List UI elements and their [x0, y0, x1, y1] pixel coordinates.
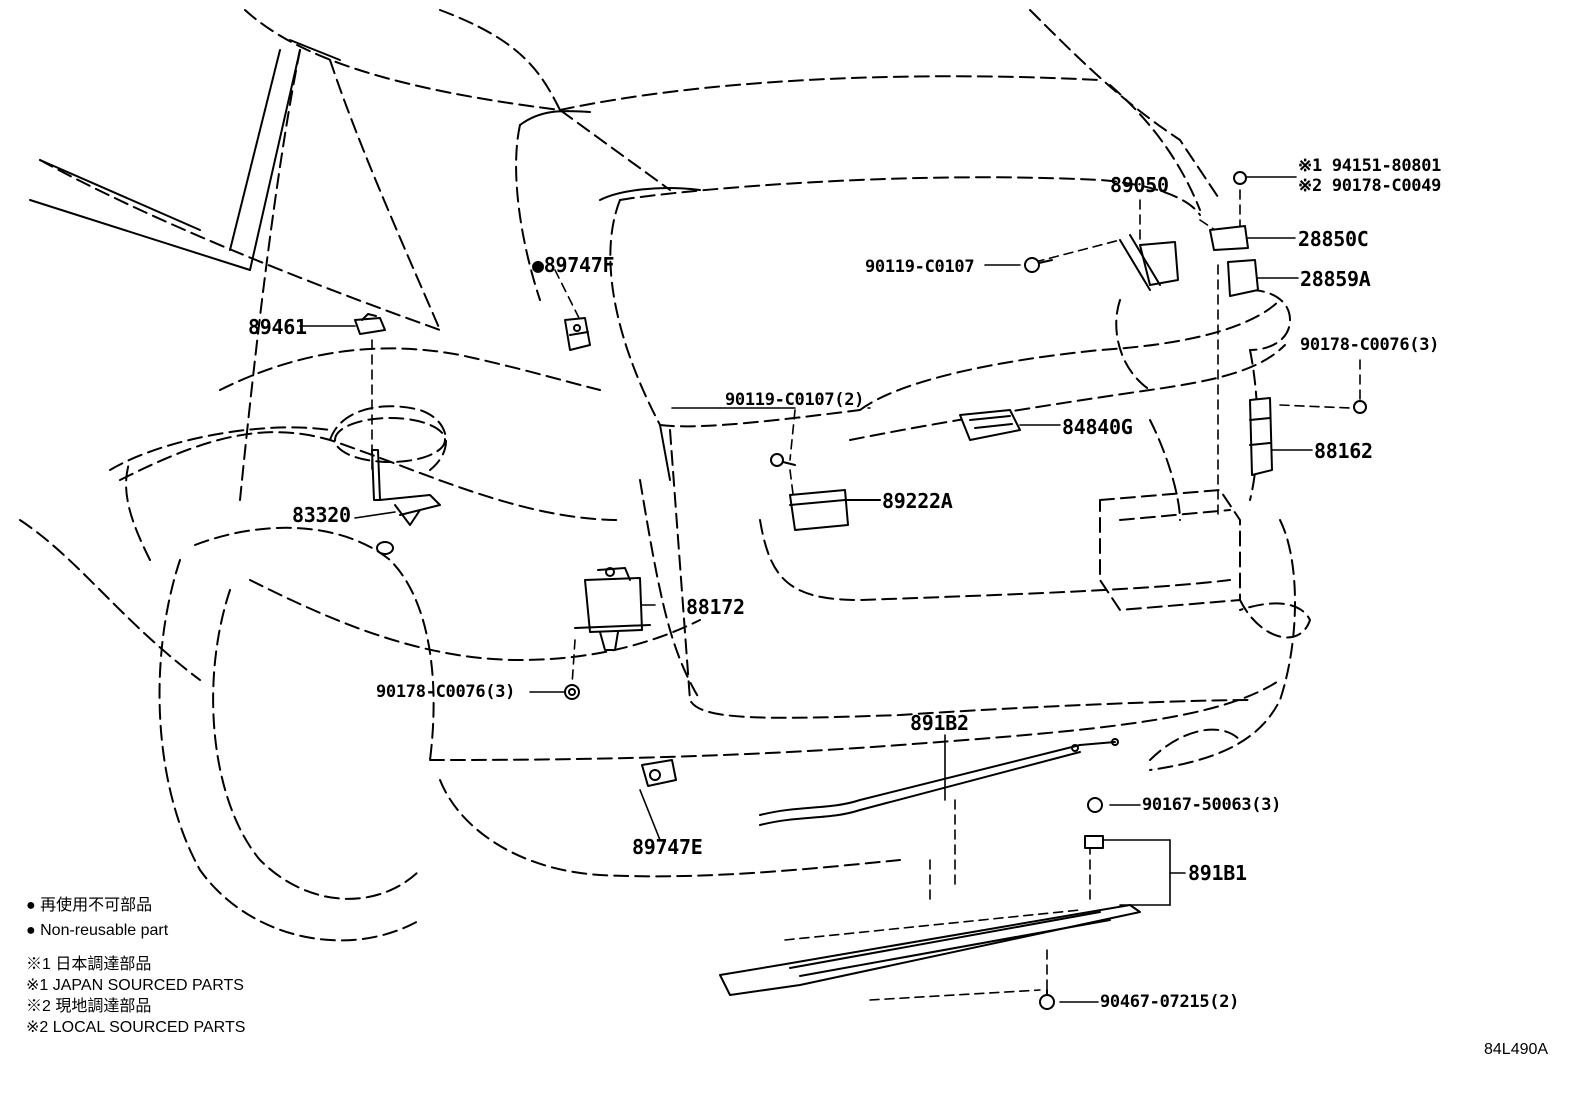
label-28859A: 28859A — [1300, 267, 1371, 291]
label-28850C: 28850C — [1298, 227, 1369, 251]
part-90178-nut-left — [564, 684, 580, 700]
part-89747E-sensor — [641, 759, 677, 787]
legend-note2-en: ※2 LOCAL SOURCED PARTS — [26, 1019, 246, 1036]
label-90119-C0107: 90119-C0107 — [865, 257, 975, 277]
part-89747F-sensor — [564, 317, 591, 351]
part-84840G-switch — [959, 409, 1021, 441]
leader-lines — [299, 176, 1313, 1003]
label-89747E: 89747E — [632, 835, 703, 859]
label-83320: 83320 — [292, 503, 351, 527]
label-89747F: ●89747F — [532, 253, 615, 277]
label-89050: 89050 — [1110, 173, 1169, 197]
part-89222A-ecu — [789, 489, 881, 531]
diagram-id: 84L490A — [1484, 1041, 1549, 1058]
label-89461: 89461 — [248, 315, 307, 339]
part-90119-bolt-center — [770, 453, 796, 467]
legend-note2-jp: ※2 現地調達部品 — [26, 998, 152, 1015]
part-89050-module — [1119, 234, 1179, 291]
part-90178-nut-right — [1353, 400, 1367, 414]
label-90467-07215: 90467-07215(2) — [1100, 992, 1240, 1012]
label-88162: 88162 — [1314, 439, 1373, 463]
legend-nonreusable-jp: ● 再使用不可部品 — [26, 897, 153, 914]
legend-nonreusable-en: ● Non-reusable part — [26, 922, 169, 939]
legend-note1-en: ※1 JAPAN SOURCED PARTS — [26, 977, 244, 994]
part-83320-fuel-sender — [371, 449, 441, 555]
label-891B2: 891B2 — [910, 711, 969, 735]
part-28850C-relay — [1209, 171, 1249, 251]
label-90167-50063: 90167-50063(3) — [1142, 795, 1282, 815]
part-891B2-cable — [759, 738, 1119, 826]
part-90167-bolt — [1087, 797, 1103, 813]
part-90119-bolt-top — [1024, 257, 1053, 273]
label-88172: 88172 — [686, 595, 745, 619]
body-phantom-lines — [19, 9, 1311, 942]
legend-note1-jp: ※1 日本調達部品 — [26, 956, 152, 973]
label-84840G: 84840G — [1062, 415, 1133, 439]
label-891B1: 891B1 — [1188, 861, 1247, 885]
part-28859A-bracket — [1227, 259, 1259, 297]
part-88162-sensor — [1249, 397, 1273, 476]
part-891B1-rail — [719, 835, 1141, 996]
label-90119-C0107-2: 90119-C0107(2) — [725, 390, 865, 410]
body-solid-lines — [29, 39, 701, 481]
label-94151-80801: ※1 94151-80801 — [1298, 156, 1442, 176]
label-89222A: 89222A — [882, 489, 953, 513]
part-89461-sensor — [354, 313, 386, 335]
label-90178-C0076-right: 90178-C0076(3) — [1300, 335, 1440, 355]
part-90467-screw — [1039, 989, 1055, 1010]
label-90178-C0076-left: 90178-C0076(3) — [376, 682, 516, 702]
label-90178-C0049: ※2 90178-C0049 — [1298, 176, 1442, 196]
part-88172-motor — [574, 567, 651, 651]
